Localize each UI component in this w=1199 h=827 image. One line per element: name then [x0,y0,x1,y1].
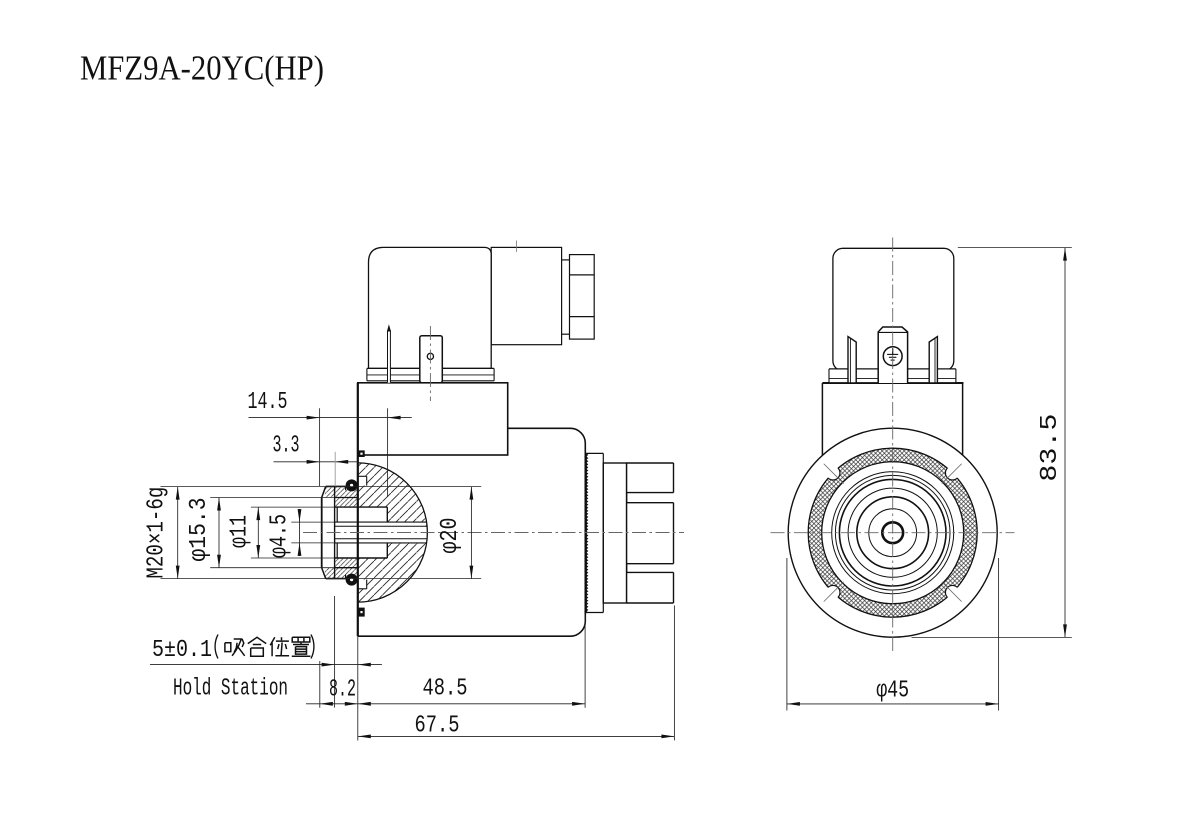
svg-text:MFZ9A-20YC(HP): MFZ9A-20YC(HP) [80,49,324,88]
svg-text:Hold Station: Hold Station [173,676,288,703]
svg-text:φ11: φ11 [227,515,254,548]
svg-text:M20×1-6g: M20×1-6g [144,487,171,579]
svg-text:83.5: 83.5 [1037,414,1064,482]
svg-text:3.3: 3.3 [273,433,300,460]
svg-text:48.5: 48.5 [423,676,468,703]
svg-text:φ15.3: φ15.3 [186,498,213,562]
svg-text:67.5: 67.5 [415,712,460,739]
svg-text:8.2: 8.2 [329,677,356,704]
svg-text:φ45: φ45 [876,677,909,704]
svg-text:φ20: φ20 [437,518,464,554]
svg-text:14.5: 14.5 [248,389,288,416]
svg-text:φ4.5: φ4.5 [267,514,294,558]
svg-text:5±0.1: 5±0.1 [152,637,212,664]
